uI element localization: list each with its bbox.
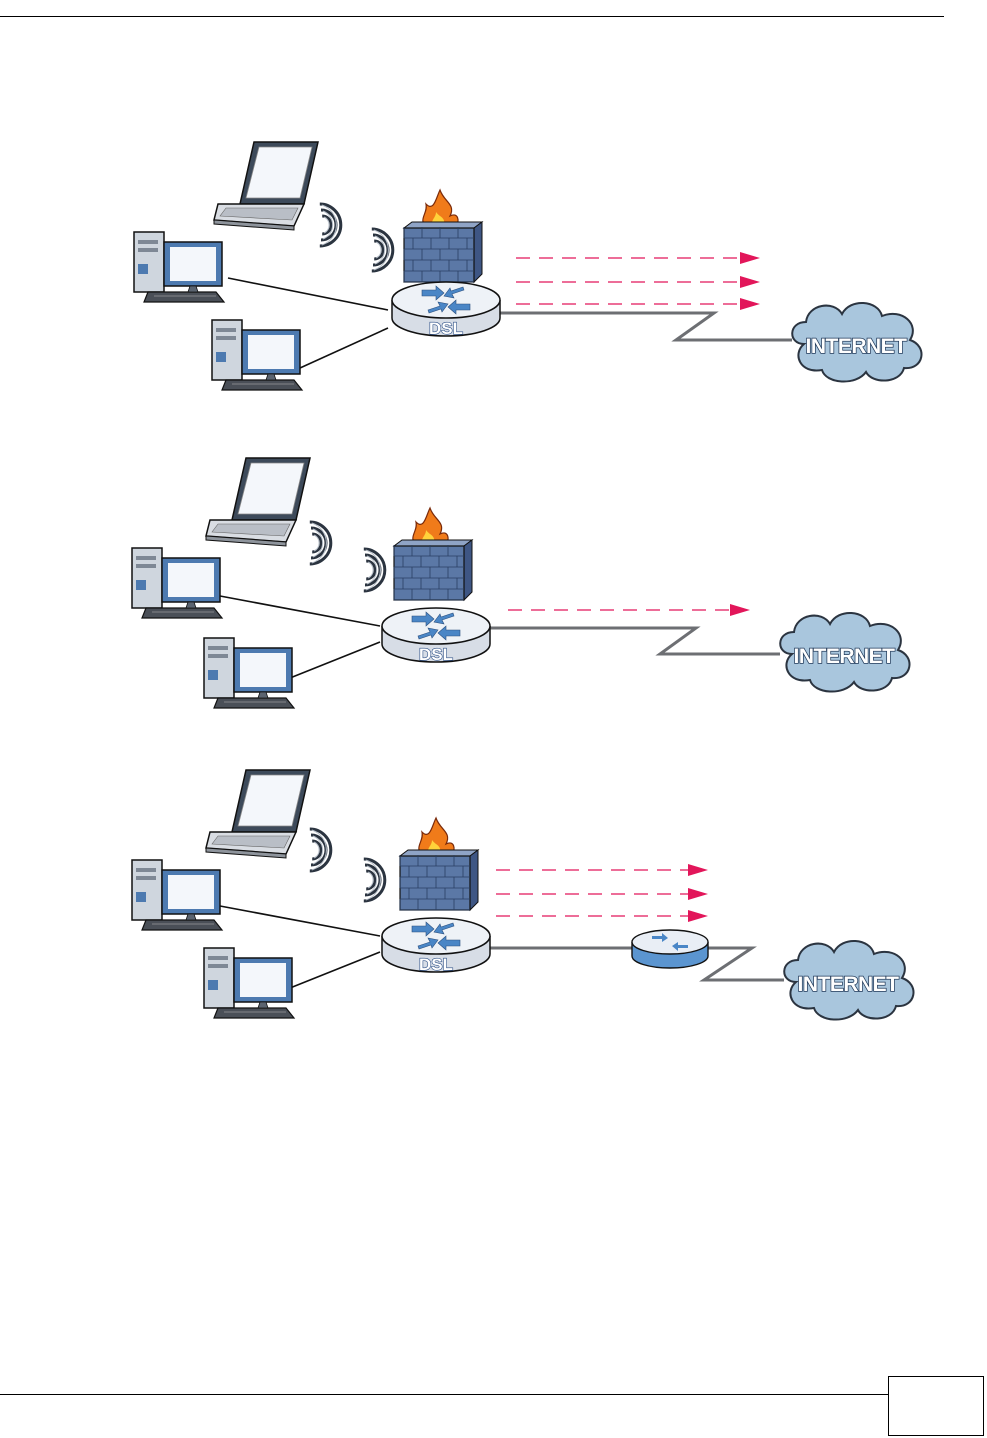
firewall-icon: [400, 818, 478, 910]
desktop-computer-icon: [132, 860, 222, 930]
dsl-router-icon: DSL: [382, 608, 490, 664]
diagram-single-stream: DSL INTERNET: [0, 448, 987, 713]
header-rule: [0, 16, 944, 17]
laptop-icon: [214, 142, 318, 230]
firewall-icon: [404, 190, 482, 282]
firewall-icon: [394, 508, 472, 600]
traffic-arrow: [508, 604, 750, 616]
footer-rule: [0, 1394, 888, 1395]
laptop-icon: [206, 770, 310, 858]
diagram-intermediate-router: DSL INTERNET: [0, 758, 987, 1033]
traffic-arrow: [516, 276, 760, 288]
traffic-arrow: [496, 864, 708, 876]
lan-cable: [220, 906, 380, 936]
wifi-signal-icon: [364, 859, 385, 901]
wan-link: [490, 628, 780, 654]
internet-label: INTERNET: [798, 973, 900, 996]
desktop-computer-icon: [204, 638, 294, 708]
wifi-signal-icon: [364, 549, 385, 591]
laptop-icon: [206, 458, 310, 546]
internet-label: INTERNET: [794, 645, 896, 668]
traffic-arrow: [516, 252, 760, 264]
diagram-three-streams: DSL INTERNET: [0, 130, 987, 395]
internet-label: INTERNET: [806, 335, 908, 358]
desktop-computer-icon: [204, 948, 294, 1018]
intermediate-router-icon: [632, 930, 708, 968]
wan-link: [500, 313, 792, 340]
lan-cable: [220, 596, 380, 626]
lan-cable: [290, 952, 380, 988]
internet-cloud-icon: INTERNET: [780, 613, 909, 692]
desktop-computer-icon: [132, 548, 222, 618]
wifi-signal-icon: [310, 522, 331, 564]
traffic-arrow: [496, 888, 708, 900]
wifi-signal-icon: [310, 829, 331, 871]
dsl-router-icon: DSL: [392, 282, 500, 338]
dsl-router-icon: DSL: [382, 918, 490, 974]
traffic-arrow: [496, 910, 708, 922]
traffic-arrow: [516, 298, 760, 310]
internet-cloud-icon: INTERNET: [784, 941, 913, 1020]
router-label: DSL: [419, 645, 453, 664]
wifi-signal-icon: [320, 204, 341, 246]
router-label: DSL: [429, 319, 463, 338]
lan-cable: [228, 278, 388, 310]
router-label: DSL: [419, 955, 453, 974]
wifi-signal-icon: [372, 229, 393, 271]
lan-cable: [290, 642, 380, 678]
lan-cable: [300, 328, 388, 368]
internet-cloud-icon: INTERNET: [792, 303, 921, 382]
desktop-computer-icon: [212, 320, 302, 390]
page-number-box: [888, 1376, 984, 1436]
desktop-computer-icon: [134, 232, 224, 302]
